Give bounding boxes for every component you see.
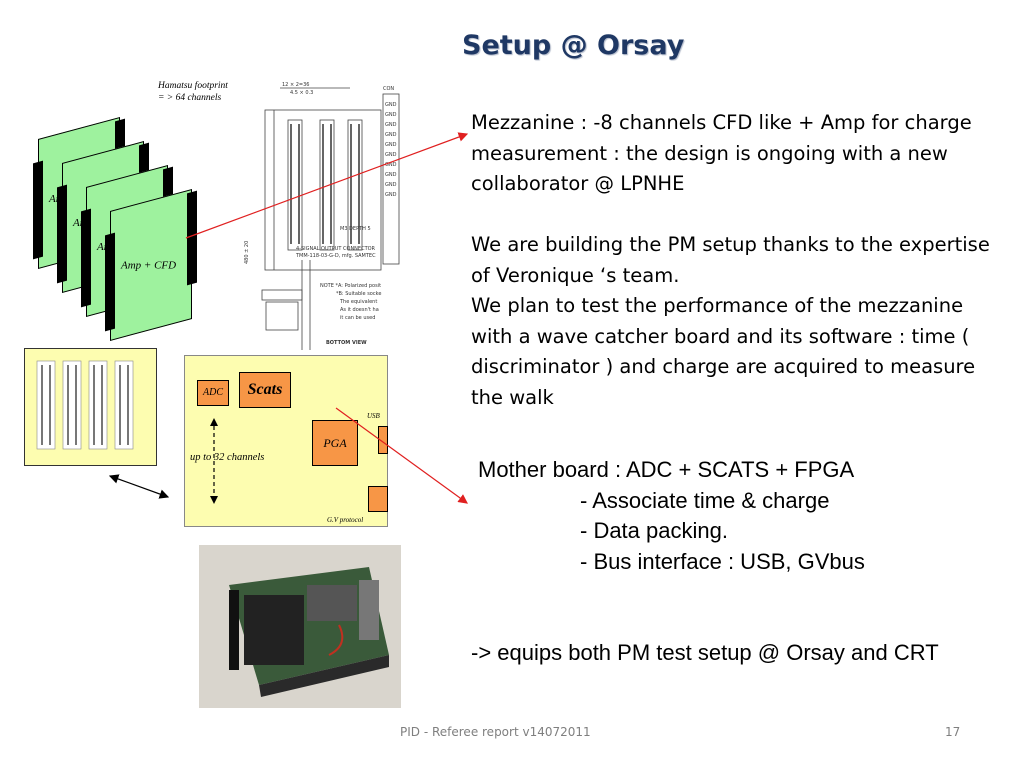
svg-text:GND: GND [385, 162, 397, 168]
adc-block: ADC [197, 380, 229, 406]
connector-arrow [108, 474, 170, 499]
mother-board-block: Mother board : ADC + SCATS + FPGA - Asso… [478, 455, 865, 577]
board-photo-svg [199, 545, 401, 708]
drawing-dim-top2: 4.5 × 0.3 [290, 90, 313, 96]
svg-text:The equivalent: The equivalent [339, 299, 377, 305]
page-number: 17 [945, 725, 961, 739]
paragraph-3: We plan to test the performance of the m… [471, 294, 976, 409]
mother-board-arrow [335, 407, 468, 504]
drawing-dim-top: 12 × 2=36 [282, 82, 309, 88]
svg-text:GND: GND [385, 142, 397, 148]
drawing-con-label: CON [383, 86, 394, 92]
svg-text:*B: Suitable socke: *B: Suitable socke [336, 291, 381, 297]
hamatsu-note-line1: Hamatsu footprint [158, 81, 228, 91]
usb-connector [378, 426, 388, 454]
channels-arrow [210, 418, 218, 504]
svg-text:GND: GND [385, 132, 397, 138]
equips-line: -> equips both PM test setup @ Orsay and… [471, 640, 939, 665]
footer-text: PID - Referee report v14072011 [400, 725, 591, 739]
svg-text:GND: GND [385, 192, 397, 198]
channels-label: up to 32 channels [190, 452, 265, 463]
gv-protocol-label: G.V protocol [327, 516, 364, 524]
drawing-samtec-label: TMM-118-03-G-D, mfg. SAMTEC [295, 253, 376, 259]
mother-board-diagram: ADC Scats PGA USB up to 32 channels G.V … [184, 355, 388, 527]
mother-board-item: - Associate time & charge [580, 487, 830, 513]
mother-board-item: - Data packing. [580, 518, 728, 543]
gv-connector [368, 486, 388, 512]
drawing-dim-side: 480 ± 20 [244, 241, 250, 264]
svg-text:GND: GND [385, 122, 397, 128]
scats-block: Scats [239, 372, 291, 408]
drawing-gnd: GND [385, 102, 397, 108]
svg-text:GND: GND [385, 172, 397, 178]
mezzanine-paragraph: Mezzanine : -8 channels CFD like + Amp f… [471, 108, 1001, 200]
mother-board-item: - Bus interface : USB, GVbus [580, 548, 865, 574]
usb-label: USB [367, 412, 380, 420]
svg-text:GND: GND [385, 182, 397, 188]
drawing-depth-label: M3 DEPTH 5 [340, 226, 371, 232]
drawing-note-label: NOTE *A: Polarized posit [320, 283, 381, 289]
board-photo [199, 545, 401, 708]
mother-board-heading: Mother board : ADC + SCATS + FPGA [478, 457, 855, 482]
connector-footprint-svg [36, 360, 134, 450]
connector-footprint-box [24, 348, 157, 466]
pga-block: PGA [312, 420, 358, 466]
paragraph-2: We are building the PM setup thanks to t… [471, 233, 990, 287]
svg-text:it can be used: it can be used [340, 315, 375, 321]
slide-title: Setup @ Orsay [462, 30, 685, 61]
hamatsu-note-line2: = > 64 channels [158, 93, 222, 103]
svg-text:GND: GND [385, 112, 397, 118]
paragraph-1: Mezzanine : -8 channels CFD like + Amp f… [471, 111, 972, 195]
hamatsu-note: Hamatsu footprint = > 64 channels [158, 80, 228, 104]
drawing-bottom-label: BOTTOM VIEW [326, 340, 367, 346]
svg-text:As it doesn't ha: As it doesn't ha [340, 307, 379, 313]
svg-text:GND: GND [385, 152, 397, 158]
mezzanine-arrow [185, 132, 469, 239]
connector-technical-drawing: 12 × 2=36 4.5 × 0.3 CON GND GND GND GND … [244, 82, 400, 350]
drawing-connector-label: 4-SIGNAL OUTPUT CONNECTOR [296, 246, 376, 252]
pm-setup-paragraph: We are building the PM setup thanks to t… [471, 230, 1001, 413]
